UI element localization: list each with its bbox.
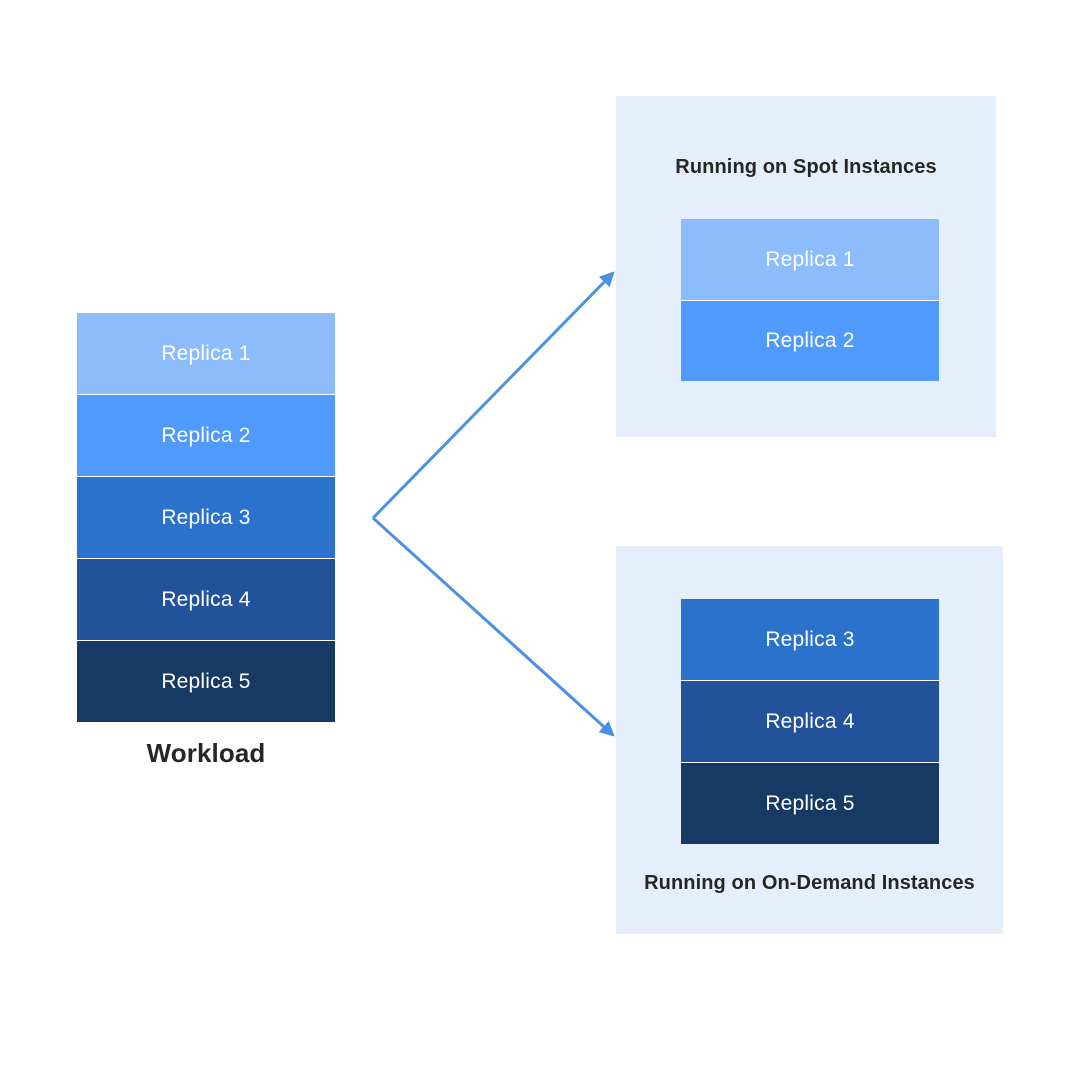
ondemand-replica-4[interactable]: Replica 4	[681, 680, 939, 762]
ondemand-instances-title: Running on On-Demand Instances	[644, 872, 975, 894]
ondemand-replica-3[interactable]: Replica 3	[681, 599, 939, 680]
replica-label: Replica 1	[765, 247, 855, 271]
spot-replica-1[interactable]: Replica 1	[681, 219, 939, 300]
replica-label: Replica 5	[765, 792, 855, 815]
arrow-to-spot	[371, 271, 615, 520]
workload-replica-2[interactable]: Replica 2	[77, 394, 335, 476]
replica-label: Replica 5	[161, 670, 251, 693]
workload-caption: Workload	[146, 738, 266, 768]
ondemand-replica-5[interactable]: Replica 5	[681, 762, 939, 844]
replica-label: Replica 2	[161, 424, 251, 447]
spot-instances-title: Running on Spot Instances	[675, 156, 937, 178]
replica-label: Replica 3	[161, 506, 251, 529]
replica-label: Replica 4	[161, 588, 251, 611]
arrow-to-ondemand	[371, 516, 615, 737]
replica-label: Replica 3	[765, 628, 855, 651]
spot-replica-2[interactable]: Replica 2	[681, 299, 939, 381]
workload-replica-1[interactable]: Replica 1	[77, 313, 335, 394]
spot-replica-stack: Replica 1 Replica 2	[681, 219, 939, 381]
ondemand-replica-stack: Replica 3 Replica 4 Replica 5	[681, 599, 939, 844]
replica-label: Replica 4	[765, 710, 855, 733]
workload-group: Replica 1 Replica 2 Replica 3 Replica 4 …	[77, 313, 335, 768]
workload-replica-4[interactable]: Replica 4	[77, 558, 335, 640]
workload-replica-3[interactable]: Replica 3	[77, 476, 335, 558]
replica-label: Replica 1	[161, 342, 251, 365]
workload-replica-stack: Replica 1 Replica 2 Replica 3 Replica 4 …	[77, 313, 335, 722]
replica-label: Replica 2	[765, 329, 855, 353]
workload-replica-5[interactable]: Replica 5	[77, 640, 335, 722]
